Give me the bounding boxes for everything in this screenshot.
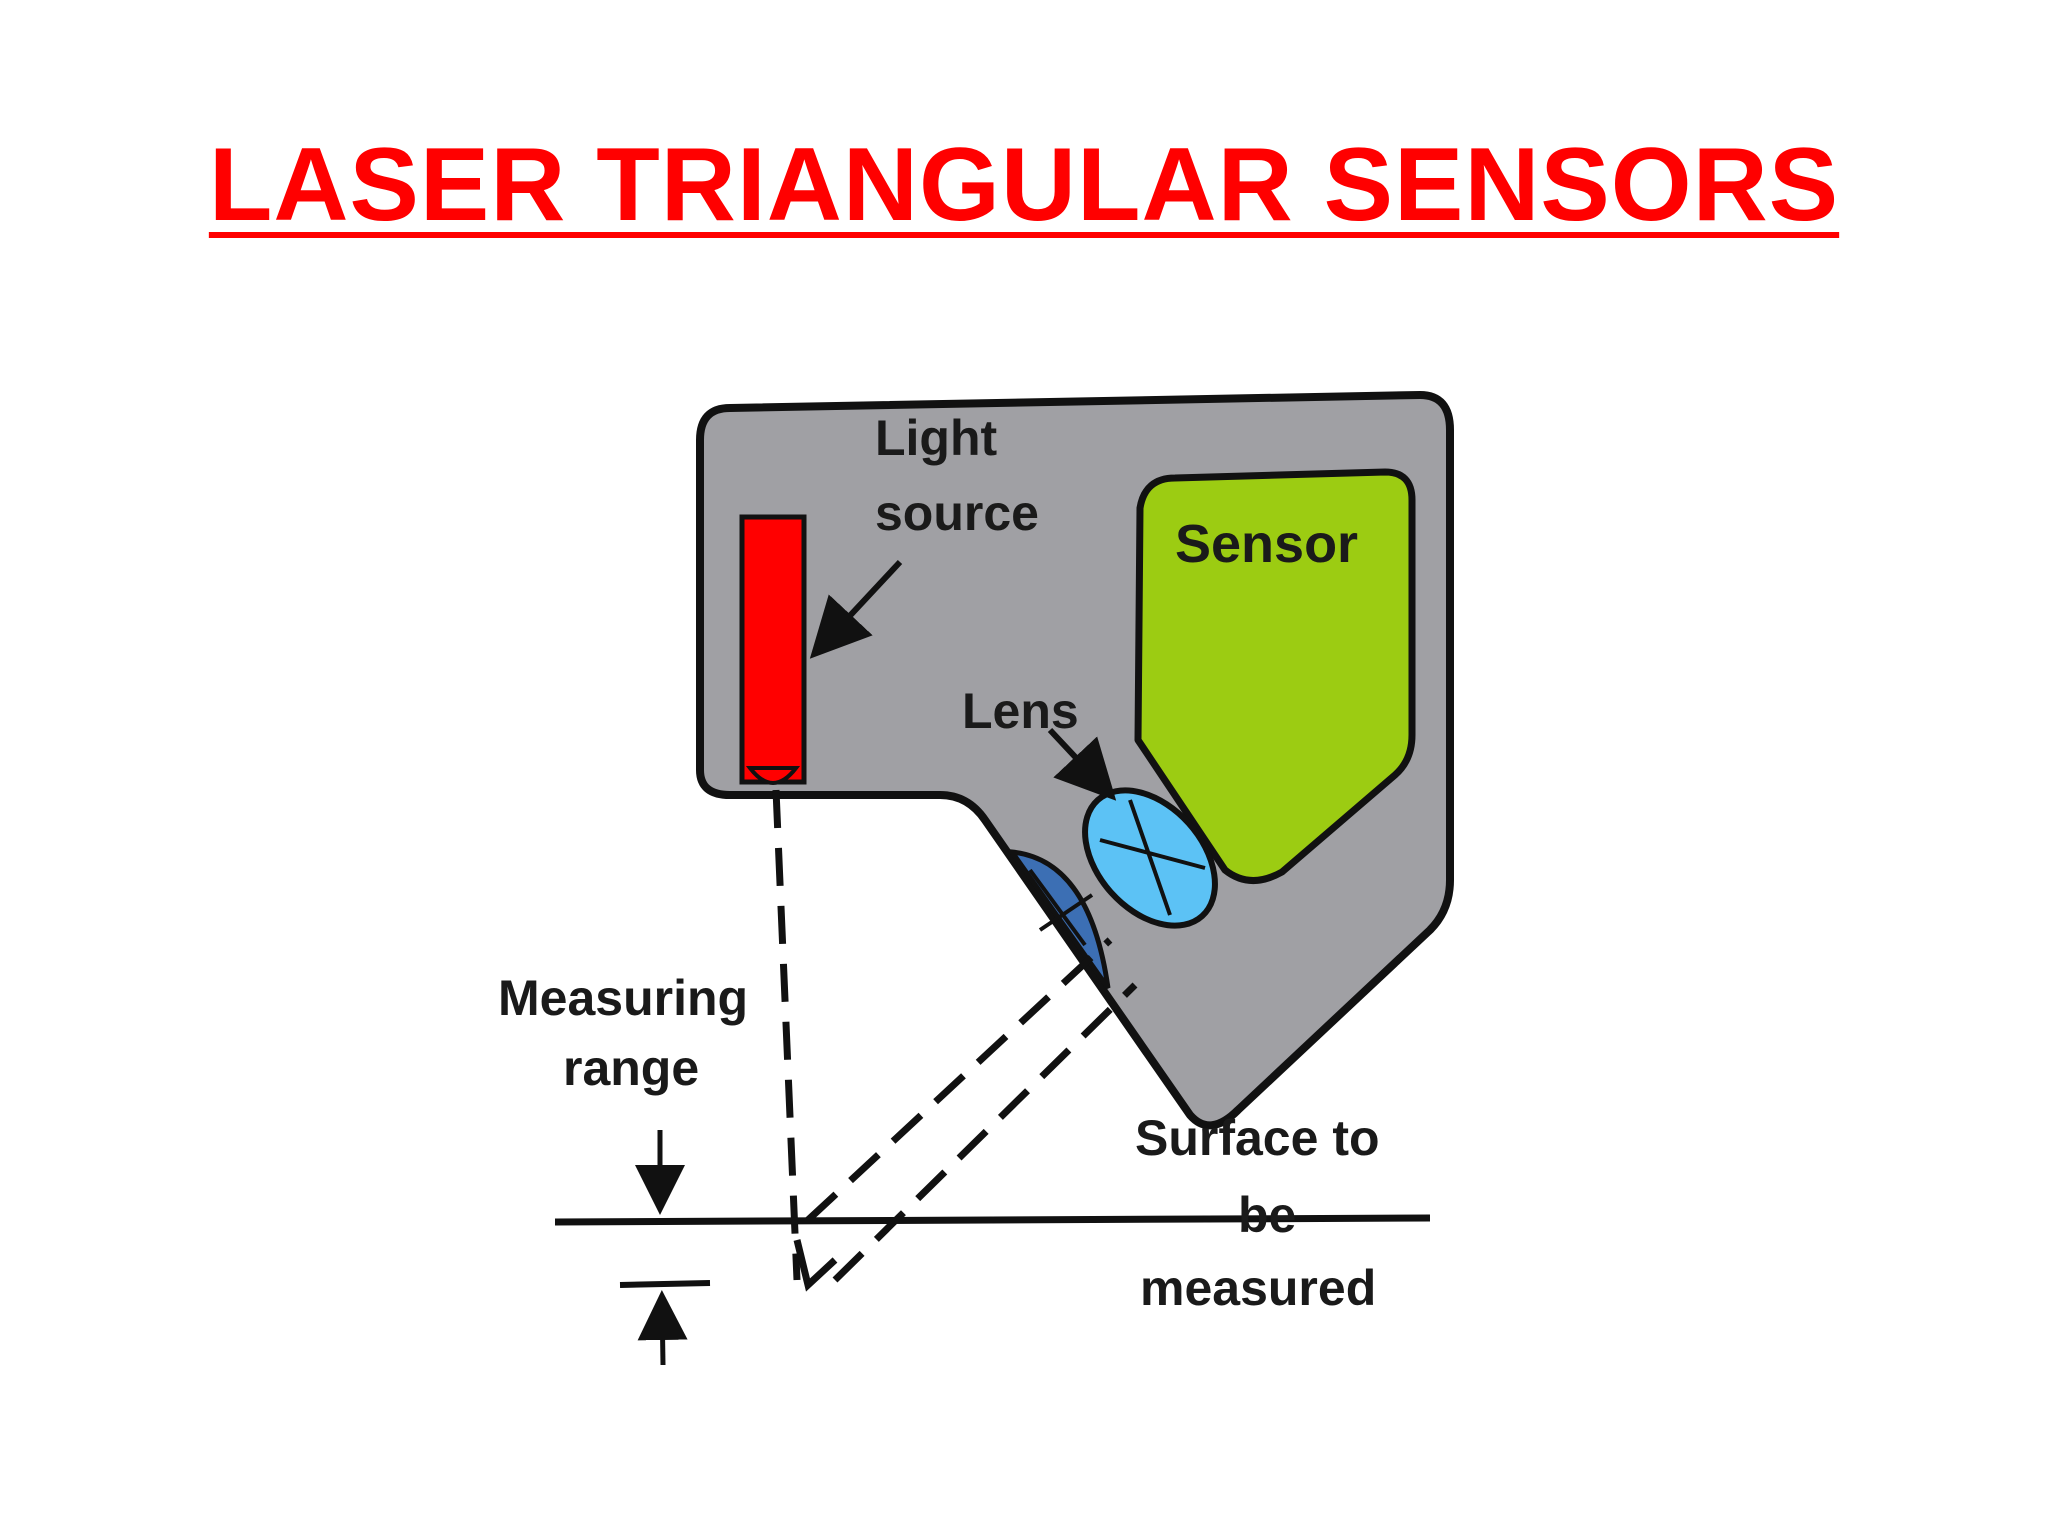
reflected-beam-corner [793,1239,838,1292]
measuring-range-label-line1: Measuring [498,970,748,1026]
sensor-block [1134,468,1416,884]
surface-label-line3: measured [1140,1260,1376,1316]
surface-label-line1: Surface to [1135,1110,1380,1166]
light-source-label-line1: Light [875,410,998,466]
window-crosshair-2 [1038,893,1094,932]
slide-title-text: LASER TRIANGULAR SENSORS [208,127,1840,243]
sensor-label: Sensor [1175,514,1358,574]
surface-label-line2: be [1238,1187,1296,1243]
surface-line [554,1214,1431,1226]
range-bar-bottom [619,1280,711,1288]
lens-pointer [1047,727,1117,801]
lens-crosshair-2 [1128,799,1172,916]
receiver-window [1006,848,1111,990]
reflected-beam-upper [805,937,1113,1223]
laser-beam [772,789,801,1281]
light-source-pointer [809,559,903,659]
laser-emitter [745,766,801,785]
lens-label: Lens [962,683,1079,739]
light-source-label-line2: source [875,485,1039,541]
slide-title: LASER TRIANGULAR SENSORS [0,128,2048,242]
lens-crosshair [1099,838,1206,870]
light-source [739,514,807,785]
window-crosshair [1028,868,1087,947]
range-arrow-bottom [637,1290,688,1366]
measuring-range-label-line2: range [563,1040,699,1096]
reflected-beam-lower [832,982,1138,1283]
